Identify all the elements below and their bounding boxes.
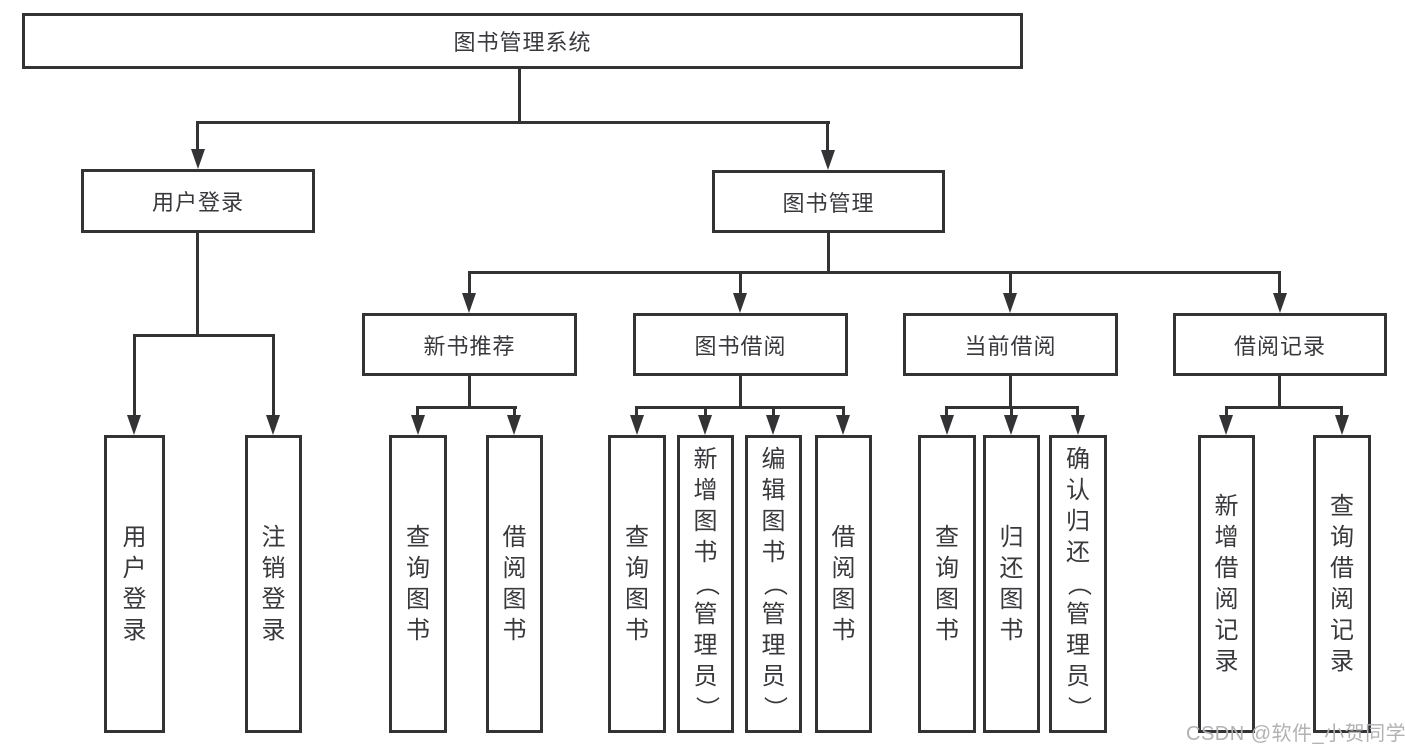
leaf-query-books-borrow: 查询图书 bbox=[608, 435, 666, 733]
connector-hline bbox=[1225, 406, 1343, 409]
connector-vline bbox=[1278, 376, 1281, 409]
connector-hline bbox=[468, 271, 1281, 274]
connector-vline bbox=[518, 69, 521, 124]
connector-arrowhead bbox=[1003, 293, 1017, 313]
node-current-borrow-label: 当前借阅 bbox=[964, 333, 1057, 359]
node-new-book-recommend-label: 新书推荐 bbox=[423, 333, 516, 359]
connector-vline bbox=[945, 406, 948, 418]
node-root: 图书管理系统 bbox=[22, 13, 1023, 69]
connector-vline bbox=[1225, 406, 1228, 418]
connector-arrowhead bbox=[836, 415, 850, 435]
csdn-watermark: CSDN @软件_小贺同学 bbox=[1186, 723, 1405, 745]
connector-vline bbox=[133, 334, 136, 415]
connector-vline bbox=[272, 334, 275, 415]
connector-vline bbox=[1278, 271, 1281, 295]
connector-vline bbox=[1010, 406, 1013, 418]
connector-vline bbox=[827, 233, 830, 274]
leaf-query-borrow-record: 查询借阅记录 bbox=[1313, 435, 1371, 733]
node-book-borrow-label: 图书借阅 bbox=[694, 333, 787, 359]
connector-vline bbox=[1076, 406, 1079, 418]
node-borrow-records: 借阅记录 bbox=[1173, 313, 1387, 376]
node-book-borrow: 图书借阅 bbox=[633, 313, 848, 376]
node-new-book-recommend: 新书推荐 bbox=[362, 313, 577, 376]
leaf-user-login: 用户登录 bbox=[104, 435, 165, 733]
connector-vline bbox=[704, 406, 707, 418]
connector-vline bbox=[196, 233, 199, 337]
node-user-login-label: 用户登录 bbox=[151, 190, 244, 215]
connector-vline bbox=[635, 406, 638, 418]
node-user-login: 用户登录 bbox=[81, 169, 315, 233]
connector-arrowhead bbox=[1273, 293, 1287, 313]
connector-arrowhead bbox=[940, 415, 954, 435]
connector-vline bbox=[468, 376, 471, 409]
leaf-confirm-return-admin: 确认归还（管理员） bbox=[1049, 435, 1107, 733]
connector-hline bbox=[635, 406, 845, 409]
connector-arrowhead bbox=[127, 415, 141, 435]
connector-arrowhead bbox=[1335, 415, 1349, 435]
connector-arrowhead bbox=[766, 415, 780, 435]
leaf-edit-books-admin: 编辑图书（管理员） bbox=[745, 435, 802, 733]
connector-vline bbox=[416, 406, 419, 418]
node-borrow-records-label: 借阅记录 bbox=[1233, 333, 1326, 359]
connector-vline bbox=[1340, 406, 1343, 418]
leaf-add-books-admin: 新增图书（管理员） bbox=[677, 435, 734, 733]
connector-hline bbox=[196, 121, 830, 124]
connector-hline bbox=[416, 406, 517, 409]
connector-vline bbox=[1009, 271, 1012, 295]
connector-arrowhead bbox=[821, 150, 835, 170]
node-current-borrow: 当前借阅 bbox=[903, 313, 1118, 376]
connector-hline bbox=[133, 334, 275, 337]
leaf-query-books-current: 查询图书 bbox=[918, 435, 976, 733]
connector-arrowhead bbox=[698, 415, 712, 435]
leaf-query-books-recommend: 查询图书 bbox=[389, 435, 447, 733]
connector-vline bbox=[196, 121, 199, 151]
leaf-add-borrow-record: 新增借阅记录 bbox=[1198, 435, 1255, 733]
node-book-management-label: 图书管理 bbox=[782, 190, 875, 216]
node-root-label: 图书管理系统 bbox=[453, 30, 592, 55]
connector-vline bbox=[739, 271, 742, 295]
connector-vline bbox=[468, 271, 471, 295]
connector-vline bbox=[826, 121, 829, 152]
node-book-management: 图书管理 bbox=[712, 170, 945, 233]
leaf-borrow-books-recommend: 借阅图书 bbox=[486, 435, 543, 733]
leaf-return-books: 归还图书 bbox=[983, 435, 1040, 733]
connector-arrowhead bbox=[630, 415, 644, 435]
connector-vline bbox=[772, 406, 775, 418]
leaf-borrow-books: 借阅图书 bbox=[815, 435, 872, 733]
leaf-logout: 注销登录 bbox=[245, 435, 302, 733]
connector-arrowhead bbox=[266, 415, 280, 435]
connector-arrowhead bbox=[462, 293, 476, 313]
connector-arrowhead bbox=[507, 415, 521, 435]
connector-arrowhead bbox=[733, 293, 747, 313]
connector-arrowhead bbox=[1071, 415, 1085, 435]
connector-arrowhead bbox=[1004, 415, 1018, 435]
connector-vline bbox=[513, 406, 516, 418]
connector-arrowhead bbox=[411, 415, 425, 435]
connector-arrowhead bbox=[191, 149, 205, 169]
connector-vline bbox=[739, 376, 742, 409]
connector-vline bbox=[842, 406, 845, 418]
connector-arrowhead bbox=[1219, 415, 1233, 435]
connector-vline bbox=[1009, 376, 1012, 409]
